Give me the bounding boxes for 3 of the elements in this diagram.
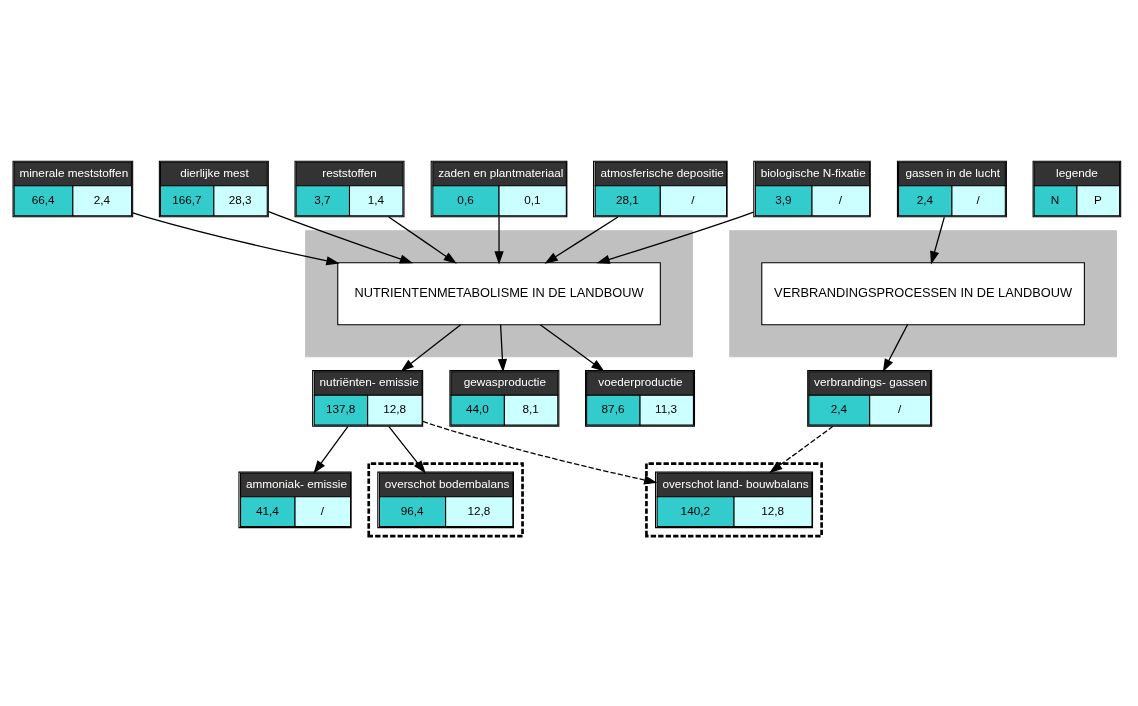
label: legende [1056,166,1098,180]
legend-label: N [1050,192,1060,206]
legend-label: P [1093,192,1102,206]
